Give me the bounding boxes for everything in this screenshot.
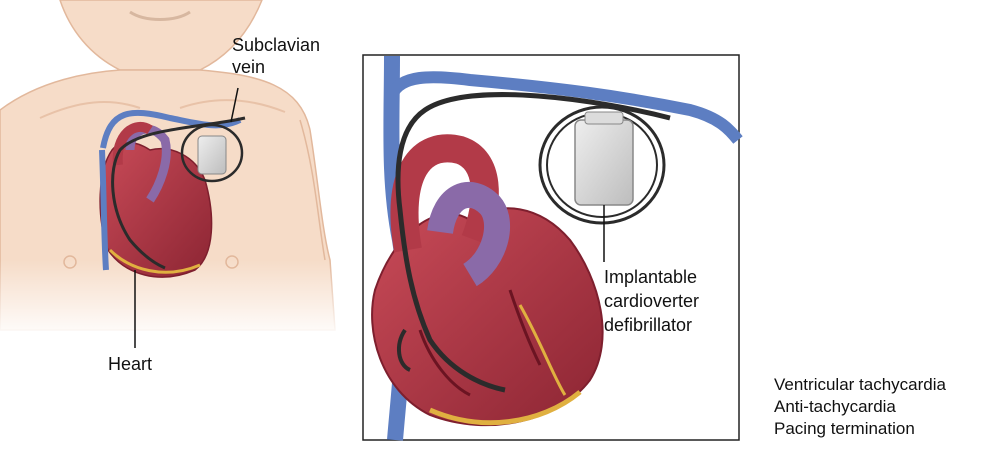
icd-label-line1: Implantable [604, 266, 697, 288]
subclavian-vein-label-line1: Subclavian [232, 34, 320, 56]
heart-label: Heart [108, 353, 152, 375]
caption-line-2: Anti-tachycardia [774, 396, 946, 418]
icd-label-line2: cardioverter [604, 290, 699, 312]
icd-device-small [198, 136, 226, 174]
caption-line-1: Ventricular tachycardia [774, 374, 946, 396]
caption-line-3: Pacing termination [774, 418, 946, 440]
icd-label-line3: defibrillator [604, 314, 692, 336]
detail-frame [363, 55, 739, 440]
subclavian-vein-label-line2: vein [232, 56, 265, 78]
caption-block: Ventricular tachycardia Anti-tachycardia… [774, 374, 946, 440]
